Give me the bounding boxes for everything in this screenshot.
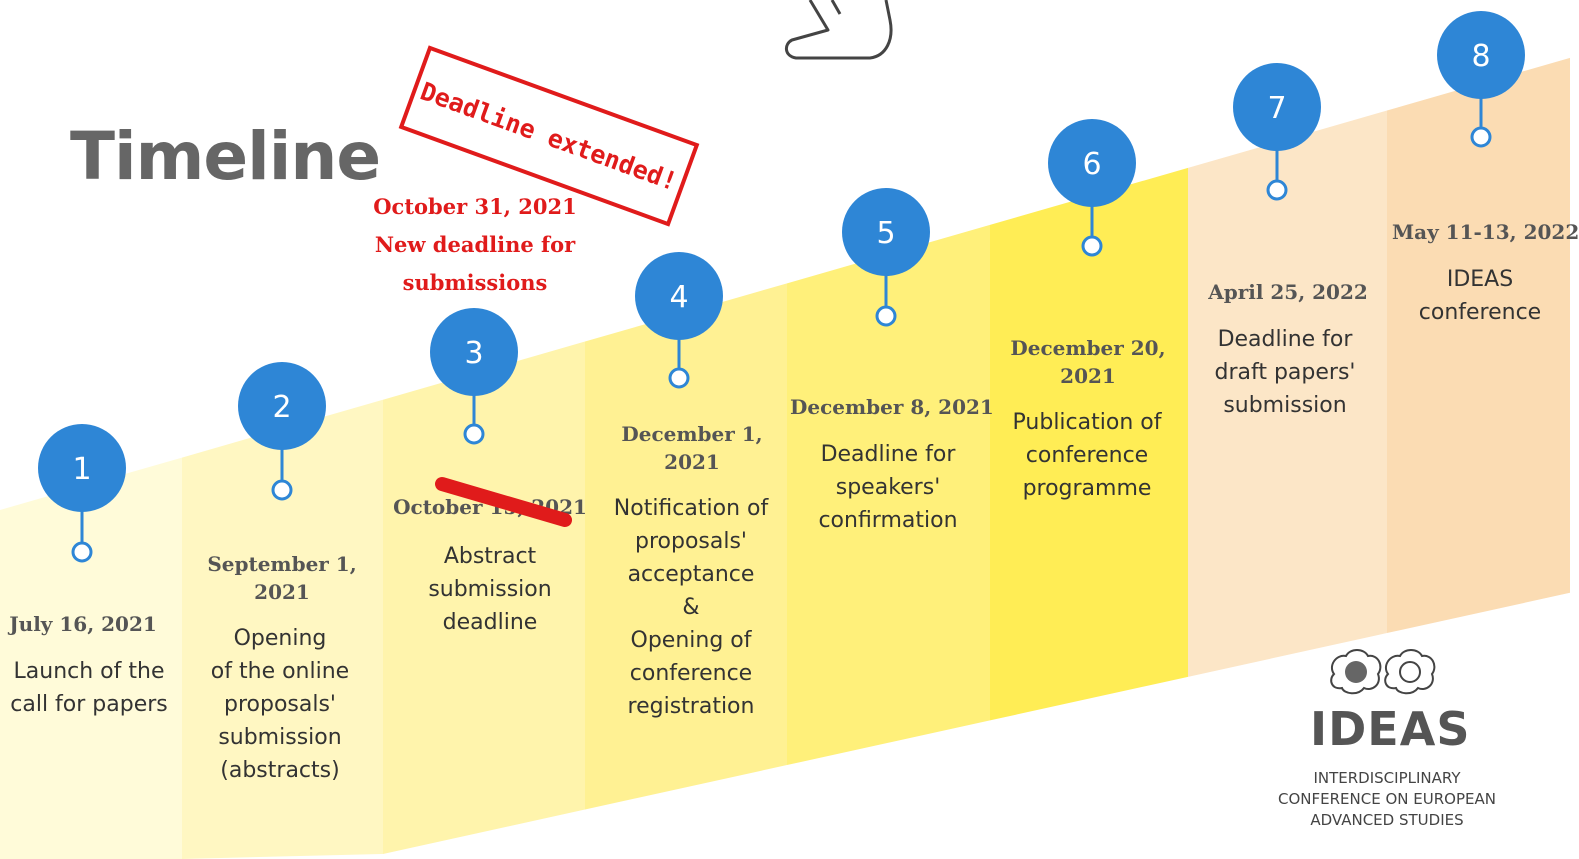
milestone-8-desc: IDEAS conference [1395, 263, 1565, 329]
milestone-5-desc: Deadline for speakers' confirmation [798, 438, 978, 537]
band-segment-6 [990, 167, 1188, 721]
milestone-6-date: December 20, 2021 [1010, 336, 1166, 388]
hand-pointer-icon [785, 0, 893, 60]
new-deadline-line2: submissions [402, 270, 548, 295]
desc-line: confirmation [818, 508, 958, 533]
milestone-6-desc: Publication of conference programme [997, 406, 1177, 505]
desc-line: submission [428, 577, 552, 602]
desc-line: submission [1223, 393, 1347, 418]
band-segment-5 [787, 224, 990, 766]
page-title: Timeline [70, 118, 381, 195]
logo-wordmark: IDEAS [1310, 702, 1471, 756]
desc-line: Deadline for [820, 442, 956, 467]
band-segment-8 [1387, 57, 1570, 634]
milestone-7-desc: Deadline for draft papers' submission [1195, 323, 1375, 422]
desc-line: conference [1025, 443, 1149, 468]
band-segment-4 [585, 283, 787, 810]
desc-line: deadline [442, 610, 538, 635]
desc-line: Abstract [443, 544, 537, 569]
logo-sub-line: CONFERENCE ON EUROPEAN [1278, 790, 1496, 808]
band-segment-7 [1188, 110, 1387, 677]
logo-sub-line: INTERDISCIPLINARY [1313, 769, 1461, 787]
band-segment-2 [182, 399, 383, 859]
desc-line: registration [627, 694, 755, 719]
logo-sub-line: ADVANCED STUDIES [1310, 811, 1464, 829]
desc-line: proposals' [224, 692, 336, 717]
new-deadline-date: October 31, 2021 [373, 194, 577, 219]
desc-line: Deadline for [1217, 327, 1353, 352]
logo-subtitle: INTERDISCIPLINARY CONFERENCE ON EUROPEAN… [1262, 768, 1512, 831]
milestone-1-date: July 16, 2021 [9, 612, 157, 636]
desc-line: submission [218, 725, 342, 750]
milestone-4-date: December 1, 2021 [621, 422, 763, 474]
desc-line: acceptance [627, 562, 755, 587]
milestone-7-date: April 25, 2022 [1208, 280, 1368, 304]
milestone-1-desc: Launch of the call for papers [0, 655, 178, 721]
new-deadline-line1: New deadline for [374, 232, 576, 257]
desc-line: IDEAS [1446, 267, 1514, 292]
desc-line: call for papers [10, 692, 168, 717]
desc-line: Opening [233, 626, 327, 651]
desc-line: & [682, 595, 700, 620]
milestone-8-date: May 11-13, 2022 [1392, 220, 1579, 244]
desc-line: of the online [210, 659, 350, 684]
milestone-3-desc: Abstract submission deadline [400, 540, 580, 639]
desc-line: conference [1418, 300, 1542, 325]
desc-line: Opening of [630, 628, 752, 653]
desc-line: proposals' [635, 529, 747, 554]
desc-line: (abstracts) [220, 758, 340, 783]
desc-line: programme [1022, 476, 1152, 501]
desc-line: draft papers' [1214, 360, 1356, 385]
desc-line: Publication of [1012, 410, 1162, 435]
milestone-4-desc: Notification of proposals' acceptance & … [595, 492, 787, 723]
milestone-5-date: December 8, 2021 [790, 395, 994, 419]
desc-line: conference [629, 661, 753, 686]
milestone-2-desc: Opening of the online proposals' submiss… [190, 622, 370, 787]
strikethrough-mark [435, 477, 572, 527]
new-deadline-note: October 31, 2021 New deadline for submis… [360, 188, 590, 302]
band-segment-1 [0, 457, 182, 859]
band-segment-3 [383, 341, 585, 854]
milestone-2-date: September 1, 2021 [207, 552, 357, 604]
desc-line: Launch of the [13, 659, 165, 684]
desc-line: Notification of [613, 496, 769, 521]
ideas-logo-icon [1330, 649, 1436, 695]
desc-line: speakers' [835, 475, 941, 500]
